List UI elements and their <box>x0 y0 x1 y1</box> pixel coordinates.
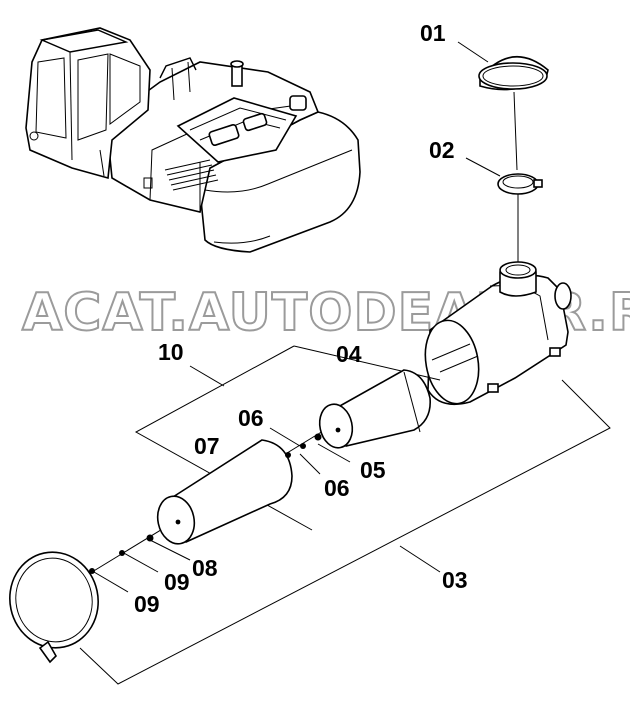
label-06-lower: 06 <box>324 475 350 501</box>
rear-cover <box>9 551 99 664</box>
part-labels: 01 02 03 04 05 06 06 07 08 09 09 10 <box>134 20 468 617</box>
label-10: 10 <box>158 339 184 365</box>
part-01-cap <box>478 56 549 91</box>
air-cleaner-housing <box>424 261 572 406</box>
label-04: 04 <box>336 341 362 367</box>
label-06-upper: 06 <box>238 405 264 431</box>
label-09-upper: 09 <box>164 569 190 595</box>
label-02: 02 <box>429 137 455 163</box>
label-09-lower: 09 <box>134 591 160 617</box>
part-04-outer-element <box>318 369 431 449</box>
label-08: 08 <box>192 555 218 581</box>
excavator-illustration <box>25 27 361 253</box>
radiator-grille <box>164 159 219 191</box>
part-07-inner-element <box>156 439 293 545</box>
label-03: 03 <box>442 567 468 593</box>
part-02-clamp-ring <box>497 173 543 195</box>
label-01: 01 <box>420 20 446 46</box>
label-07: 07 <box>194 433 220 459</box>
fasteners <box>89 433 322 574</box>
label-05: 05 <box>360 457 386 483</box>
